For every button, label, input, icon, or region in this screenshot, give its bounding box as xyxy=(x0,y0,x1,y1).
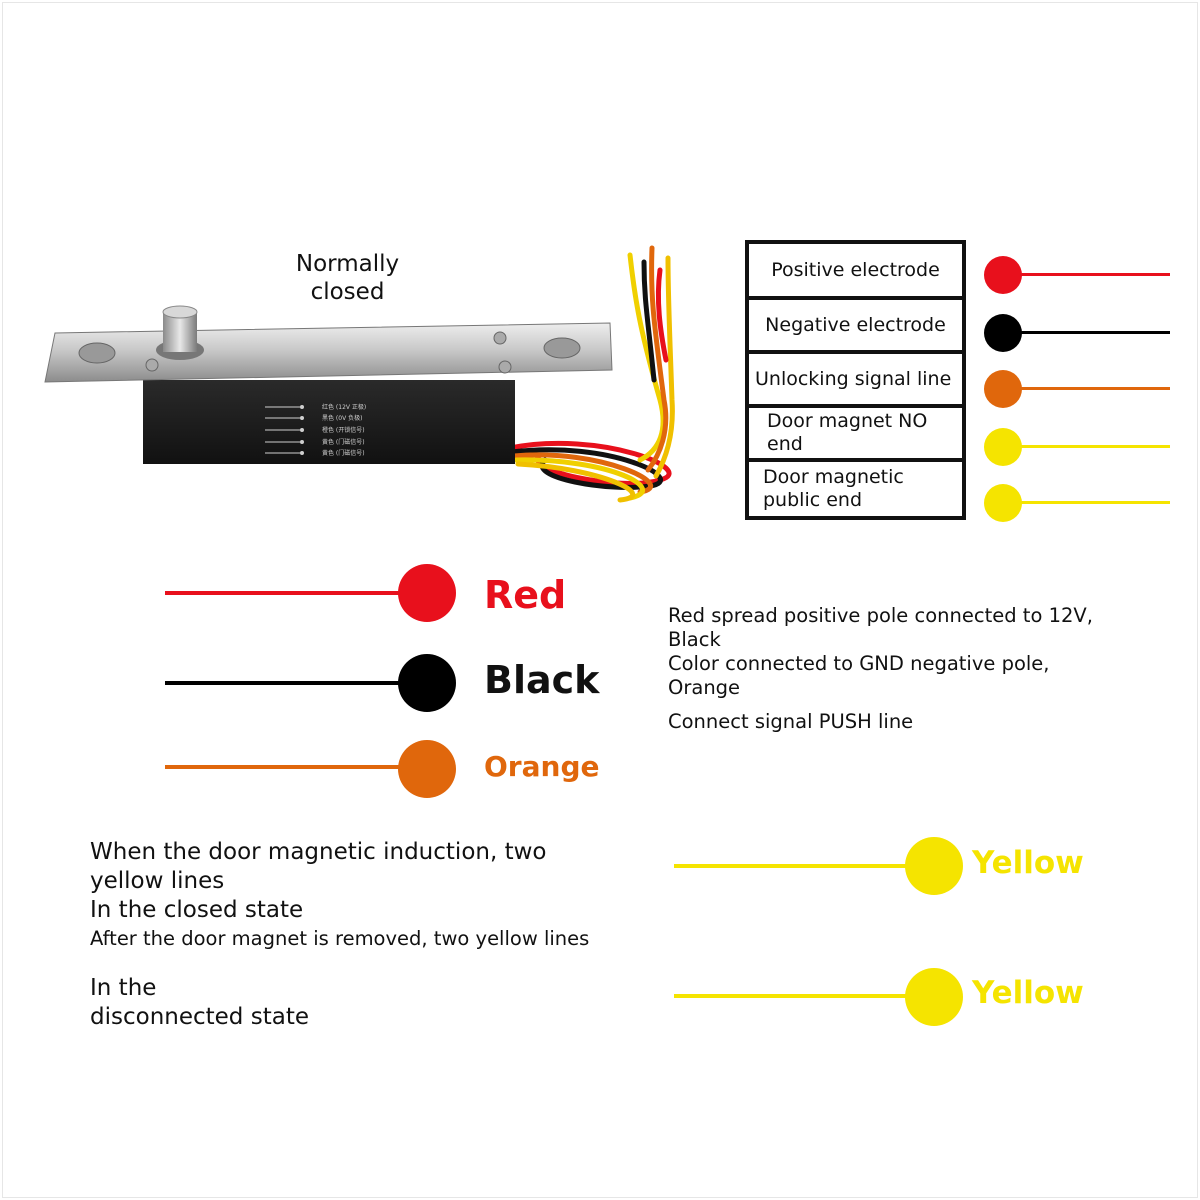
yellow-wire-line-2 xyxy=(674,994,924,998)
yellow-wire-line-1 xyxy=(674,864,924,868)
normally-closed-label: Normally closed xyxy=(295,251,400,305)
yellow-wire-dot-2 xyxy=(905,968,963,1026)
legend-dot-orange xyxy=(984,370,1022,408)
legend-dot-red xyxy=(984,256,1022,294)
legend-dot-yellow-1 xyxy=(984,428,1022,466)
black-wire-line xyxy=(165,681,410,685)
legend-cell-negative: Negative electrode xyxy=(749,300,962,354)
legend-wire-orange xyxy=(1003,387,1170,390)
legend-cell-positive: Positive electrode xyxy=(749,244,962,300)
orange-label: Orange xyxy=(484,750,600,783)
description-line: Orange xyxy=(668,676,741,699)
body-label: 黄色 (门磁信号) xyxy=(322,449,365,457)
open-state-text: In the disconnected state xyxy=(90,975,309,1030)
legend-dot-yellow-2 xyxy=(984,484,1022,522)
red-wire-line xyxy=(165,591,410,595)
legend-wire-black xyxy=(1003,331,1170,334)
description-line: Red spread positive pole connected to 12… xyxy=(668,604,1093,627)
legend-cell-unlocking: Unlocking signal line xyxy=(749,354,962,408)
legend-cell-door-no: Door magnet NO end xyxy=(749,408,962,462)
wiring-description: Red spread positive pole connected to 12… xyxy=(668,604,1093,734)
orange-wire-dot xyxy=(398,740,456,798)
red-label: Red xyxy=(484,573,567,617)
description-line: Black xyxy=(668,628,721,651)
lock-faceplate xyxy=(44,322,613,383)
yellow-wire-dot-1 xyxy=(905,837,963,895)
wire-function-table: Positive electrode Negative electrode Un… xyxy=(745,240,966,520)
body-label: 黑色 (0V 负极) xyxy=(322,414,362,422)
legend-wire-yellow-1 xyxy=(1003,445,1170,448)
electric-bolt-lock-image: 红色 (12V 正极) 黑色 (0V 负极) 橙色 (开锁信号) 黄色 (门磁信… xyxy=(44,245,675,503)
lock-wires xyxy=(507,245,675,503)
lock-body-labels: 红色 (12V 正极) 黑色 (0V 负极) 橙色 (开锁信号) 黄色 (门磁信… xyxy=(322,403,366,457)
body-label: 黄色 (门磁信号) xyxy=(322,438,365,446)
red-wire-dot xyxy=(398,564,456,622)
description-line: Color connected to GND negative pole, xyxy=(668,652,1050,675)
legend-wire-red xyxy=(1003,273,1170,276)
black-label: Black xyxy=(484,658,600,702)
yellow-label-2: Yellow xyxy=(972,975,1084,1011)
yellow-label-1: Yellow xyxy=(972,845,1084,881)
orange-wire-line xyxy=(165,765,410,769)
legend-wire-yellow-2 xyxy=(1003,501,1170,504)
lock-body xyxy=(143,380,515,464)
legend-dot-black xyxy=(984,314,1022,352)
body-label: 橙色 (开锁信号) xyxy=(322,426,365,434)
closed-state-text: When the door magnetic induction, two ye… xyxy=(90,839,547,923)
lock-bolt-pin xyxy=(163,312,197,352)
body-label: 红色 (12V 正极) xyxy=(322,403,366,411)
description-line: Connect signal PUSH line xyxy=(668,710,914,733)
legend-cell-door-public: Door magnetic public end xyxy=(763,466,904,511)
black-wire-dot xyxy=(398,654,456,712)
removed-state-text: After the door magnet is removed, two ye… xyxy=(90,927,590,950)
